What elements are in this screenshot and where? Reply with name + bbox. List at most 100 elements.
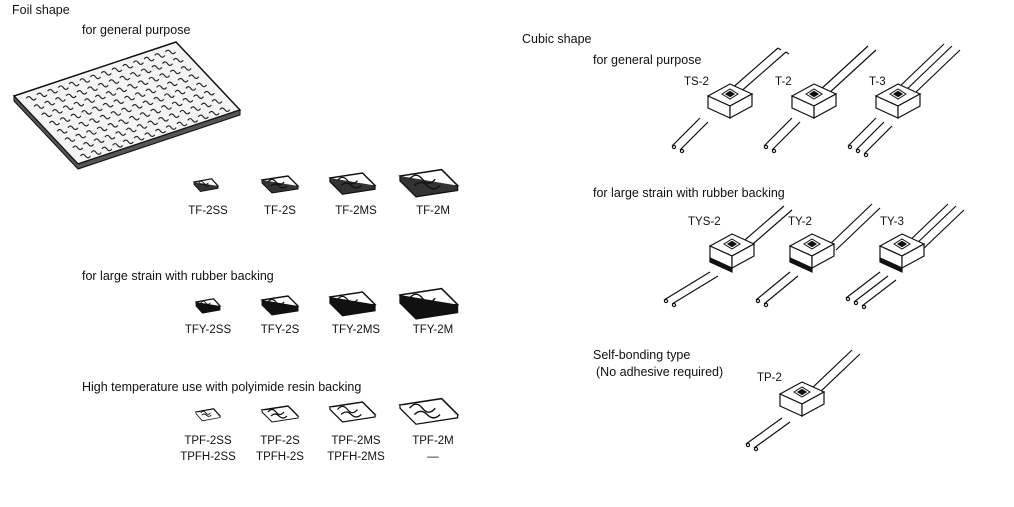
sheet-grid-cell: [93, 138, 105, 143]
gauge-t-3: [847, 43, 961, 158]
label-ty-3: TY-3: [880, 216, 904, 228]
cubic-rubber-gauges: [663, 203, 965, 310]
sheet-grid-cell: [129, 72, 141, 77]
sheet-grid-cell: [84, 98, 96, 103]
sheet-grid-cell: [126, 83, 138, 89]
sheet-grid-cell: [171, 101, 183, 107]
sheet-grid-cell: [200, 102, 212, 108]
gauge-ty-2: [755, 203, 881, 308]
sheet-grid-cell: [44, 100, 56, 106]
label-tp-2: TP-2: [757, 372, 782, 384]
sheet-grid-cell: [169, 69, 181, 75]
sheet-grid-cell: [57, 85, 69, 90]
sheet-grid-cell: [90, 150, 102, 155]
label-tpfh-2ss: TPFH-2SS: [180, 451, 236, 463]
label-tfy-2m: TFY-2M: [412, 324, 454, 336]
foil-sheet-large: [12, 41, 242, 170]
sheet-grid-cell: [85, 130, 97, 135]
sheet-grid-cell: [165, 125, 177, 130]
cubic-general-gauges: [671, 43, 961, 158]
sheet-grid-cell: [75, 133, 87, 139]
label-tfy-2ss: TFY-2SS: [184, 324, 232, 336]
sheet-grid-cell: [147, 120, 159, 126]
sheet-grid-cell: [187, 118, 199, 123]
sheet-grid-cell: [79, 78, 91, 83]
sheet-grid-cell: [51, 108, 63, 114]
cubic-shape-title: Cubic shape: [522, 32, 592, 46]
sheet-grid-cell: [108, 79, 120, 84]
sheet-grid-cell: [81, 110, 93, 115]
gauge-t-2: [763, 45, 877, 154]
label-tfy-2ms: TFY-2MS: [331, 324, 381, 336]
sheet-grid-cell: [101, 146, 113, 152]
sheet-grid-cell: [197, 114, 209, 120]
sheet-grid-cell: [111, 67, 123, 73]
sheet-grid-cell: [91, 106, 103, 112]
sheet-grid-cell: [166, 81, 178, 87]
label-tpf-2m: TPF-2M: [412, 435, 454, 447]
label-ts-2: TS-2: [684, 76, 709, 88]
gauge-tp-2: [745, 349, 861, 452]
sheet-grid-cell: [54, 97, 66, 102]
sheet-grid-cell: [102, 102, 114, 108]
sheet-grid-cell: [145, 88, 157, 94]
sheet-grid-cell: [176, 121, 188, 127]
sheet-grid-cell: [73, 101, 85, 107]
sheet-grid-cell: [87, 86, 99, 92]
sheet-grid-cell: [140, 68, 152, 74]
sheet-grid-cell: [124, 95, 135, 101]
sheet-grid-cell: [78, 121, 90, 127]
cubic-rubber-heading: for large strain with rubber backing: [593, 186, 785, 200]
gauge-ts-2: [671, 47, 790, 154]
sheet-grid-cell: [76, 90, 88, 95]
sheet-grid-cell: [36, 92, 48, 98]
label-tpf-2ms: TPF-2MS: [331, 435, 381, 447]
sheet-grid-cell: [113, 99, 125, 104]
sheet-grid-cell: [104, 134, 116, 140]
label-tpfh-2m-none: —: [427, 451, 439, 463]
sheet-grid-cell: [131, 104, 143, 109]
sheet-grid-cell: [155, 128, 166, 134]
sheet-grid-cell: [196, 82, 207, 88]
sheet-grid-cell: [208, 110, 220, 116]
sheet-grid-cell: [119, 75, 131, 81]
sheet-grid-cell: [105, 91, 117, 96]
sheet-grid-cell: [137, 80, 149, 85]
foil-polyimide-gauges: [194, 397, 460, 425]
sheet-grid-cell: [122, 139, 134, 145]
label-tfy-2s: TFY-2S: [260, 324, 300, 336]
label-tf-2m: TF-2M: [416, 205, 450, 217]
sheet-grid-cell: [177, 77, 189, 83]
sheet-grid-cell: [154, 53, 166, 58]
label-ty-2: TY-2: [788, 216, 812, 228]
sheet-grid-cell: [128, 115, 140, 121]
sheet-grid-cell: [188, 74, 200, 79]
label-tpfh-2s: TPFH-2S: [256, 451, 304, 463]
sheet-grid-cell: [100, 71, 112, 76]
label-tpf-2s: TPF-2S: [260, 435, 300, 447]
sheet-grid-cell: [142, 100, 154, 106]
label-tf-2s: TF-2S: [264, 205, 296, 217]
sheet-grid-cell: [190, 106, 202, 111]
sheet-grid-cell: [67, 125, 79, 131]
sheet-grid-cell: [180, 66, 192, 71]
foil-general-heading: for general purpose: [82, 23, 191, 37]
label-tpf-2ss: TPF-2SS: [184, 435, 232, 447]
sheet-grid-cell: [157, 116, 169, 122]
sheet-grid-cell: [156, 85, 168, 90]
sheet-grid-cell: [174, 89, 186, 95]
sheet-grid-cell: [151, 65, 163, 70]
sheet-grid-cell: [59, 117, 71, 122]
sheet-grid-cell: [118, 119, 130, 125]
sheet-grid-cell: [56, 129, 68, 134]
sheet-grid-cell: [88, 118, 100, 123]
sheet-grid-cell: [68, 81, 80, 87]
sheet-grid-cell: [133, 135, 145, 141]
gauge-ty-3: [845, 203, 965, 310]
sheet-grid-cell: [143, 56, 155, 62]
sheet-grid-cell: [90, 74, 101, 80]
sheet-grid-cell: [139, 112, 151, 117]
sheet-grid-cell: [82, 141, 94, 147]
cubic-selfbonding-gauges: [745, 349, 861, 452]
